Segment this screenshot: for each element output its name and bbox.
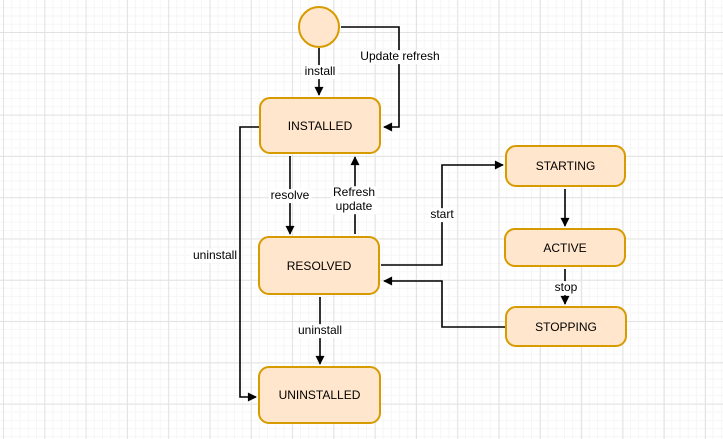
node-active[interactable]: ACTIVE — [504, 228, 626, 267]
node-stopping-label: STOPPING — [535, 319, 597, 334]
edge-label-start[interactable]: start — [428, 207, 456, 222]
node-starting[interactable]: STARTING — [505, 145, 626, 187]
node-stopping[interactable]: STOPPING — [505, 306, 627, 347]
edge-label-update-refresh[interactable]: Update refresh — [358, 49, 442, 64]
node-installed-label: INSTALLED — [287, 118, 353, 133]
edge-label-stop[interactable]: stop — [552, 280, 580, 295]
edge-stopping-to-resolved[interactable] — [383, 276, 505, 328]
node-active-label: ACTIVE — [543, 240, 587, 255]
edge-label-resolve[interactable]: resolve — [268, 188, 312, 203]
node-initial-state[interactable] — [298, 6, 340, 48]
edge-update-refresh[interactable] — [341, 26, 400, 132]
edge-label-uninstall-left[interactable]: uninstall — [190, 248, 240, 263]
node-uninstalled-label: UNINSTALLED — [278, 388, 361, 402]
node-uninstalled[interactable]: UNINSTALLED — [258, 366, 381, 424]
node-resolved-label: RESOLVED — [286, 258, 352, 273]
edge-label-install[interactable]: install — [302, 64, 338, 79]
edge-label-uninstall-middle[interactable]: uninstall — [295, 323, 345, 338]
node-resolved[interactable]: RESOLVED — [258, 236, 380, 295]
node-starting-label: STARTING — [535, 159, 596, 173]
edge-label-refresh-update-line2: update — [335, 199, 373, 213]
edge-uninstall-left[interactable] — [239, 126, 259, 402]
edge-label-refresh-update[interactable]: Refresh update — [330, 185, 378, 214]
edge-label-refresh-update-line1: Refresh — [332, 185, 376, 200]
node-installed[interactable]: INSTALLED — [259, 97, 381, 154]
